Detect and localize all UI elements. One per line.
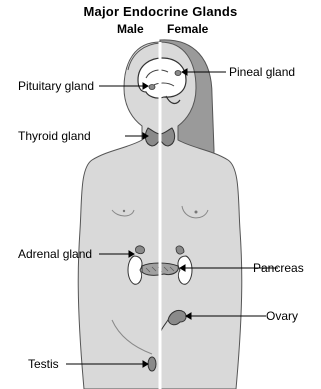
brain (138, 58, 186, 98)
kidney-left (128, 256, 142, 284)
label-pineal-gland: Pineal gland (229, 65, 295, 79)
testis (148, 357, 156, 371)
pituitary-gland (149, 85, 155, 90)
column-header-male: Male (117, 22, 144, 36)
diagram-title: Major Endocrine Glands (0, 4, 321, 19)
label-pancreas: Pancreas (253, 261, 304, 275)
adrenal-gland-left (136, 246, 145, 254)
label-pituitary-gland: Pituitary gland (18, 79, 94, 93)
label-testis: Testis (28, 357, 59, 371)
label-ovary: Ovary (266, 309, 298, 323)
label-adrenal-gland: Adrenal gland (18, 247, 92, 261)
pineal-gland (175, 71, 181, 76)
label-thyroid-gland: Thyroid gland (18, 129, 91, 143)
column-header-female: Female (167, 22, 208, 36)
